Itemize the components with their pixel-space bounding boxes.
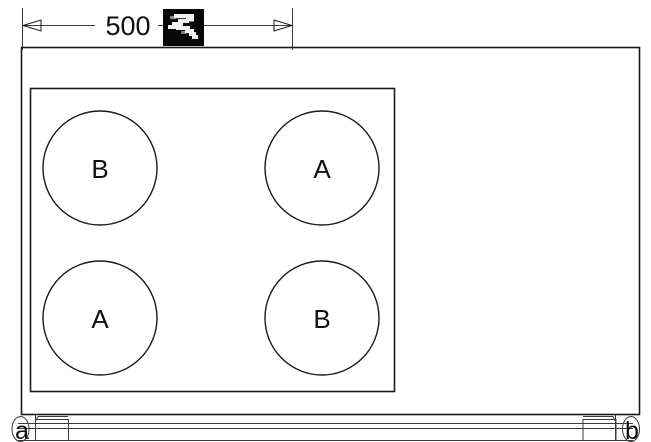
bottom-rail-bar [18,423,633,441]
circle-bottom-left: A [42,260,158,376]
circle-top-left: B [42,110,158,226]
inner-rectangle [29,87,396,393]
circle-top-left-label: B [91,154,108,184]
circle-bottom-right-label: B [313,304,330,334]
pixelated-z-glyph [163,9,204,46]
circle-top-right: A [264,110,380,226]
dimension-value-label: 500 [105,11,150,41]
circle-top-right-label: A [313,154,331,184]
leader-a: a [11,415,69,442]
dimension-arrow-left [21,19,42,32]
leader-b-label: b [625,417,639,442]
outer-rectangle [20,46,641,416]
circle-bottom-right: B [264,260,380,376]
circle-bottom-left-label: A [91,304,109,334]
leader-a-label: a [15,417,29,442]
dimension-arrow-right [273,19,294,32]
leader-b: b [582,415,640,442]
